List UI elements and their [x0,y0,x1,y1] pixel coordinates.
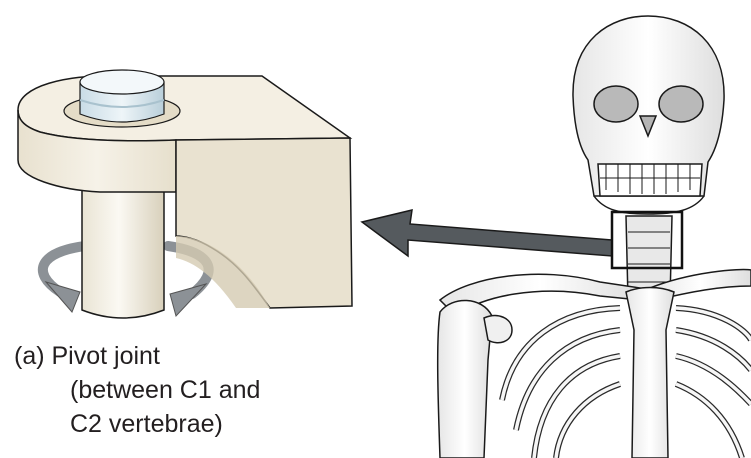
c1-c2-highlight-box [610,210,684,270]
cervical-spine [625,215,673,301]
pivot-joint-model [17,69,353,319]
rib-cage-fill [500,306,751,458]
pivot-peg [81,169,165,319]
ring-block [17,75,353,309]
skeleton-illustration [436,15,751,458]
caption-line-3: C2 vertebrae) [70,410,223,438]
sternum [625,286,675,458]
peg-cap [79,69,165,123]
caption-line-1: (a) Pivot joint [14,342,160,370]
pointer-arrow-icon [360,209,613,258]
skull [572,15,725,215]
caption-line-2: (between C1 and [70,376,261,404]
